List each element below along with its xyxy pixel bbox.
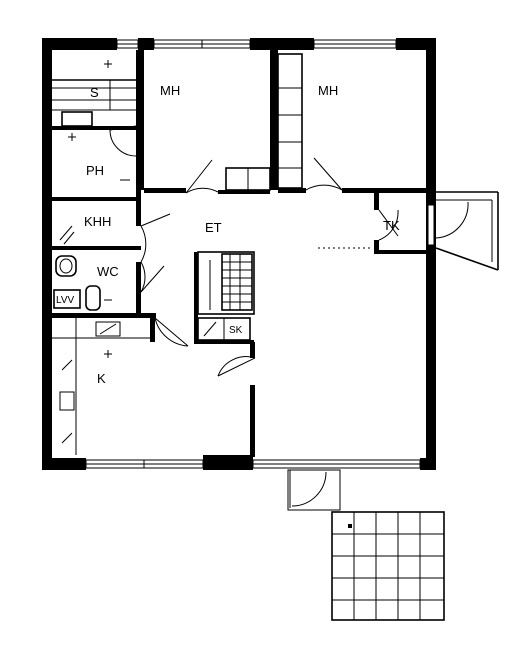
doors	[109, 125, 399, 377]
room-label-mh-right: MH	[318, 83, 338, 98]
room-label-mh-left: MH	[160, 83, 180, 98]
windows	[85, 39, 435, 469]
storage-shelving	[52, 79, 136, 127]
radiator-marks	[68, 60, 372, 358]
entrance	[287, 469, 341, 511]
room-label-wc: WC	[97, 264, 119, 279]
balcony	[435, 191, 499, 271]
room-label-lvv: LVV	[56, 295, 74, 306]
room-label-s: S	[90, 85, 99, 100]
exterior-walls	[42, 38, 436, 470]
room-label-khh: KHH	[84, 214, 111, 229]
room-labels: S MH MH PH KHH ET TK WC LVV SK K	[56, 83, 400, 386]
terrace-paving	[331, 511, 445, 621]
fireplace	[197, 251, 255, 315]
wc-fixtures	[53, 255, 101, 311]
room-label-et: ET	[205, 220, 222, 235]
room-label-sk: SK	[229, 325, 243, 336]
wardrobes	[225, 53, 303, 191]
kitchen-counter	[52, 318, 150, 455]
room-label-tk: TK	[383, 218, 400, 233]
room-label-ph: PH	[86, 163, 104, 178]
closet-hatching	[59, 225, 75, 444]
sk-cabinet	[197, 317, 251, 341]
interior-walls	[52, 50, 426, 457]
room-label-k: K	[97, 371, 106, 386]
